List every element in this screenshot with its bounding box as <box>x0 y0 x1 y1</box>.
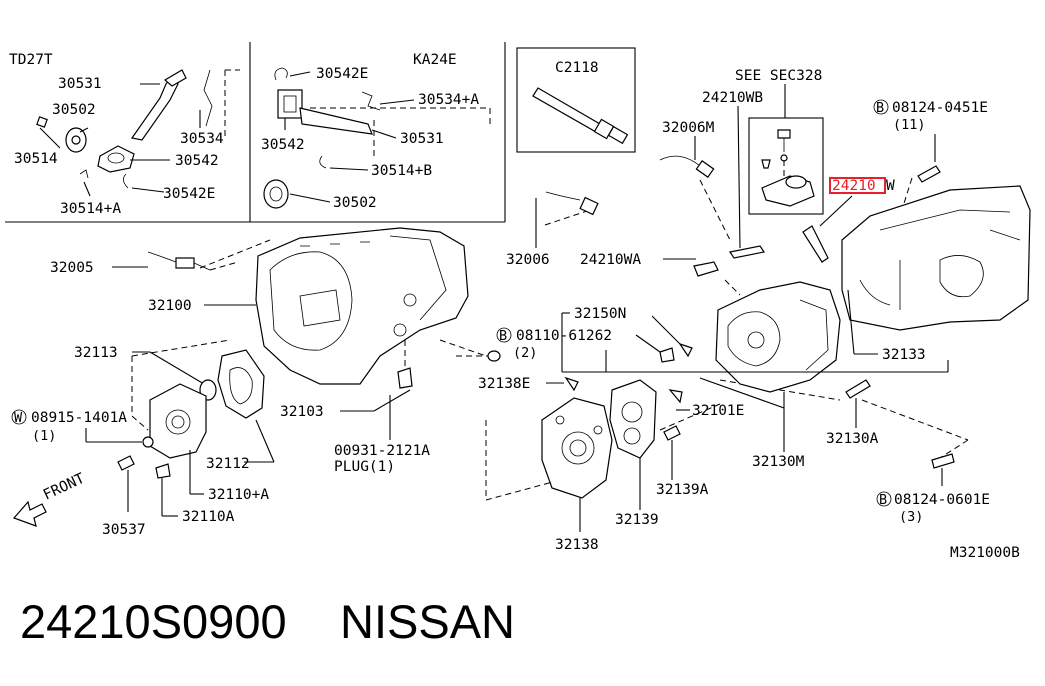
bolt-08110 <box>659 347 675 363</box>
label-32006m: 32006M <box>662 120 715 136</box>
label-30537: 30537 <box>102 522 146 538</box>
label-32110a-plus: 32110+A <box>208 487 269 503</box>
label-30502-td27t: 30502 <box>52 102 96 118</box>
label-08124-0451e: 08124-0451E <box>892 100 988 116</box>
sec328-inset-frame <box>748 117 824 215</box>
inset-frames <box>5 42 506 223</box>
label-32130m: 32130M <box>752 454 805 470</box>
label-24210-w-suffix: W <box>886 178 895 194</box>
label-32138: 32138 <box>555 537 599 553</box>
clip-32150n <box>678 342 693 358</box>
label-30514a: 30514+A <box>60 201 121 217</box>
label-30502-ka24e: 30502 <box>333 195 377 211</box>
label-00931: 00931-2121A <box>334 443 430 459</box>
label-30542-td27t: 30542 <box>175 153 219 169</box>
assembly-dash-lines <box>131 179 969 501</box>
label-32139a: 32139A <box>656 482 709 498</box>
clutch-housing-32100 <box>255 227 469 385</box>
circle-b-icon-0601e: B <box>879 492 887 508</box>
gasket-32139 <box>609 379 657 459</box>
label-32113: 32113 <box>74 345 118 361</box>
front-arrow-icon <box>12 500 47 527</box>
bolt-08124-0601e <box>931 453 955 469</box>
label-08110: 08110-61262 <box>516 328 612 344</box>
gasket-32112 <box>217 349 265 419</box>
qty-11: (11) <box>893 117 926 133</box>
plug-32103 <box>397 367 413 389</box>
inset-title-ka24e: KA24E <box>413 52 457 68</box>
pin-32139a <box>663 425 681 441</box>
washer-08915 <box>142 436 154 448</box>
nut-32133-left <box>487 350 501 362</box>
label-30542e-td27t: 30542E <box>163 186 215 202</box>
label-30534: 30534 <box>180 131 224 147</box>
label-32130a: 32130A <box>826 431 879 447</box>
front-cover-icon <box>149 383 207 459</box>
label-32133: 32133 <box>882 347 926 363</box>
label-00931-plug: PLUG(1) <box>334 459 395 475</box>
selector-cover-icon <box>761 129 815 207</box>
td27t-parts <box>36 69 240 189</box>
diagram-code: M321000B <box>950 545 1020 561</box>
part-number-caption: 24210S0900 <box>20 595 287 648</box>
label-30542-ka24e: 30542 <box>261 137 305 153</box>
label-30531-td27t: 30531 <box>58 76 102 92</box>
label-32005: 32005 <box>50 260 94 276</box>
label-30542e-ka24e: 30542E <box>316 66 368 82</box>
bolt-32110a <box>155 463 171 479</box>
stud-32138e <box>564 376 579 392</box>
engine-block-icon <box>841 185 1031 331</box>
label-24210-highlighted: 24210 <box>832 178 876 194</box>
circle-w-icon: W <box>14 410 23 426</box>
qty-1-08915: (1) <box>32 428 56 444</box>
circle-b-icon-08110: B <box>499 328 507 344</box>
qty-2: (2) <box>513 345 537 361</box>
inset-title-td27t: TD27T <box>9 52 53 68</box>
label-32138e: 32138E <box>478 376 530 392</box>
pin-32101e <box>668 389 683 404</box>
label-32101e: 32101E <box>692 403 744 419</box>
highlight-box-24210 <box>829 177 886 194</box>
bracket-24210wa <box>693 261 719 277</box>
label-32139: 32139 <box>615 512 659 528</box>
sensor-32006m <box>659 155 715 178</box>
label-32112: 32112 <box>206 456 250 472</box>
label-30514b: 30514+B <box>371 163 432 179</box>
front-label: FRONT <box>41 471 88 504</box>
tube-inset-frame <box>516 47 636 153</box>
breather-24210w <box>802 225 829 263</box>
leader-lines-insets <box>39 71 415 203</box>
label-30514: 30514 <box>14 151 58 167</box>
ka24e-parts <box>263 67 491 209</box>
label-32150n: 32150N <box>574 306 626 322</box>
rear-extension-32130m <box>715 281 841 393</box>
sensor-32006 <box>545 191 599 216</box>
circle-b-icon: B <box>876 100 884 116</box>
tube-label: C2118 <box>555 60 599 76</box>
bolt-08124-0451e <box>917 165 941 183</box>
label-32100: 32100 <box>148 298 192 314</box>
label-32103: 32103 <box>280 404 324 420</box>
label-08124-0601e: 08124-0601E <box>894 492 990 508</box>
label-30534a: 30534+A <box>418 92 479 108</box>
sensor-32005 <box>147 251 211 271</box>
label-32006: 32006 <box>506 252 550 268</box>
label-24210wb: 24210WB <box>702 90 763 106</box>
sealant-tube-icon <box>532 87 629 145</box>
bracket-24210wb <box>729 245 765 259</box>
brand-caption: NISSAN <box>340 595 515 648</box>
screw-30537 <box>117 455 135 471</box>
see-sec-label: SEE SEC328 <box>735 68 822 84</box>
label-32110a: 32110A <box>182 509 235 525</box>
adapter-plate-32138 <box>541 397 613 499</box>
qty-3: (3) <box>899 509 923 525</box>
label-30531-ka24e: 30531 <box>400 131 444 147</box>
bolt-32130a <box>845 379 871 399</box>
label-08915: 08915-1401A <box>31 410 127 426</box>
label-24210wa: 24210WA <box>580 252 641 268</box>
